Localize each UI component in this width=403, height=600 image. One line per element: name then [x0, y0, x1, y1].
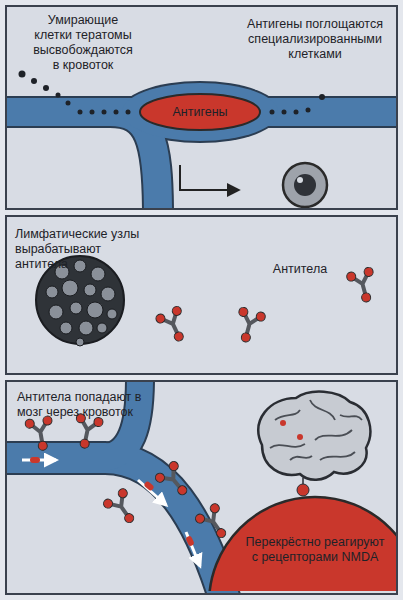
receptor-semicircle: Перекрёстно реагируют с рецепторами NMDA	[207, 495, 396, 591]
step-label: Антитела	[250, 262, 350, 277]
step-panel: Умирающие клетки тератомы высвобождаются…	[5, 5, 398, 210]
step-panel: Антитела попадают в мозг через кровотокП…	[5, 380, 398, 595]
antigen-ellipse: Антигены	[138, 92, 262, 132]
step-heading: Антитела попадают в мозг через кровоток	[17, 390, 147, 420]
step-label: Антигены поглощаются специализированными…	[233, 17, 397, 62]
step-panel: Лимфатические узлы вырабатывают антитела…	[5, 215, 398, 375]
step-heading: Умирающие клетки тератомы высвобождаются…	[29, 13, 137, 73]
node-label: Перекрёстно реагируют с рецепторами NMDA	[245, 535, 385, 565]
receptor-shape	[209, 497, 396, 591]
step-heading: Лимфатические узлы вырабатывают антитела	[15, 227, 147, 272]
node-label: Антигены	[138, 92, 262, 132]
